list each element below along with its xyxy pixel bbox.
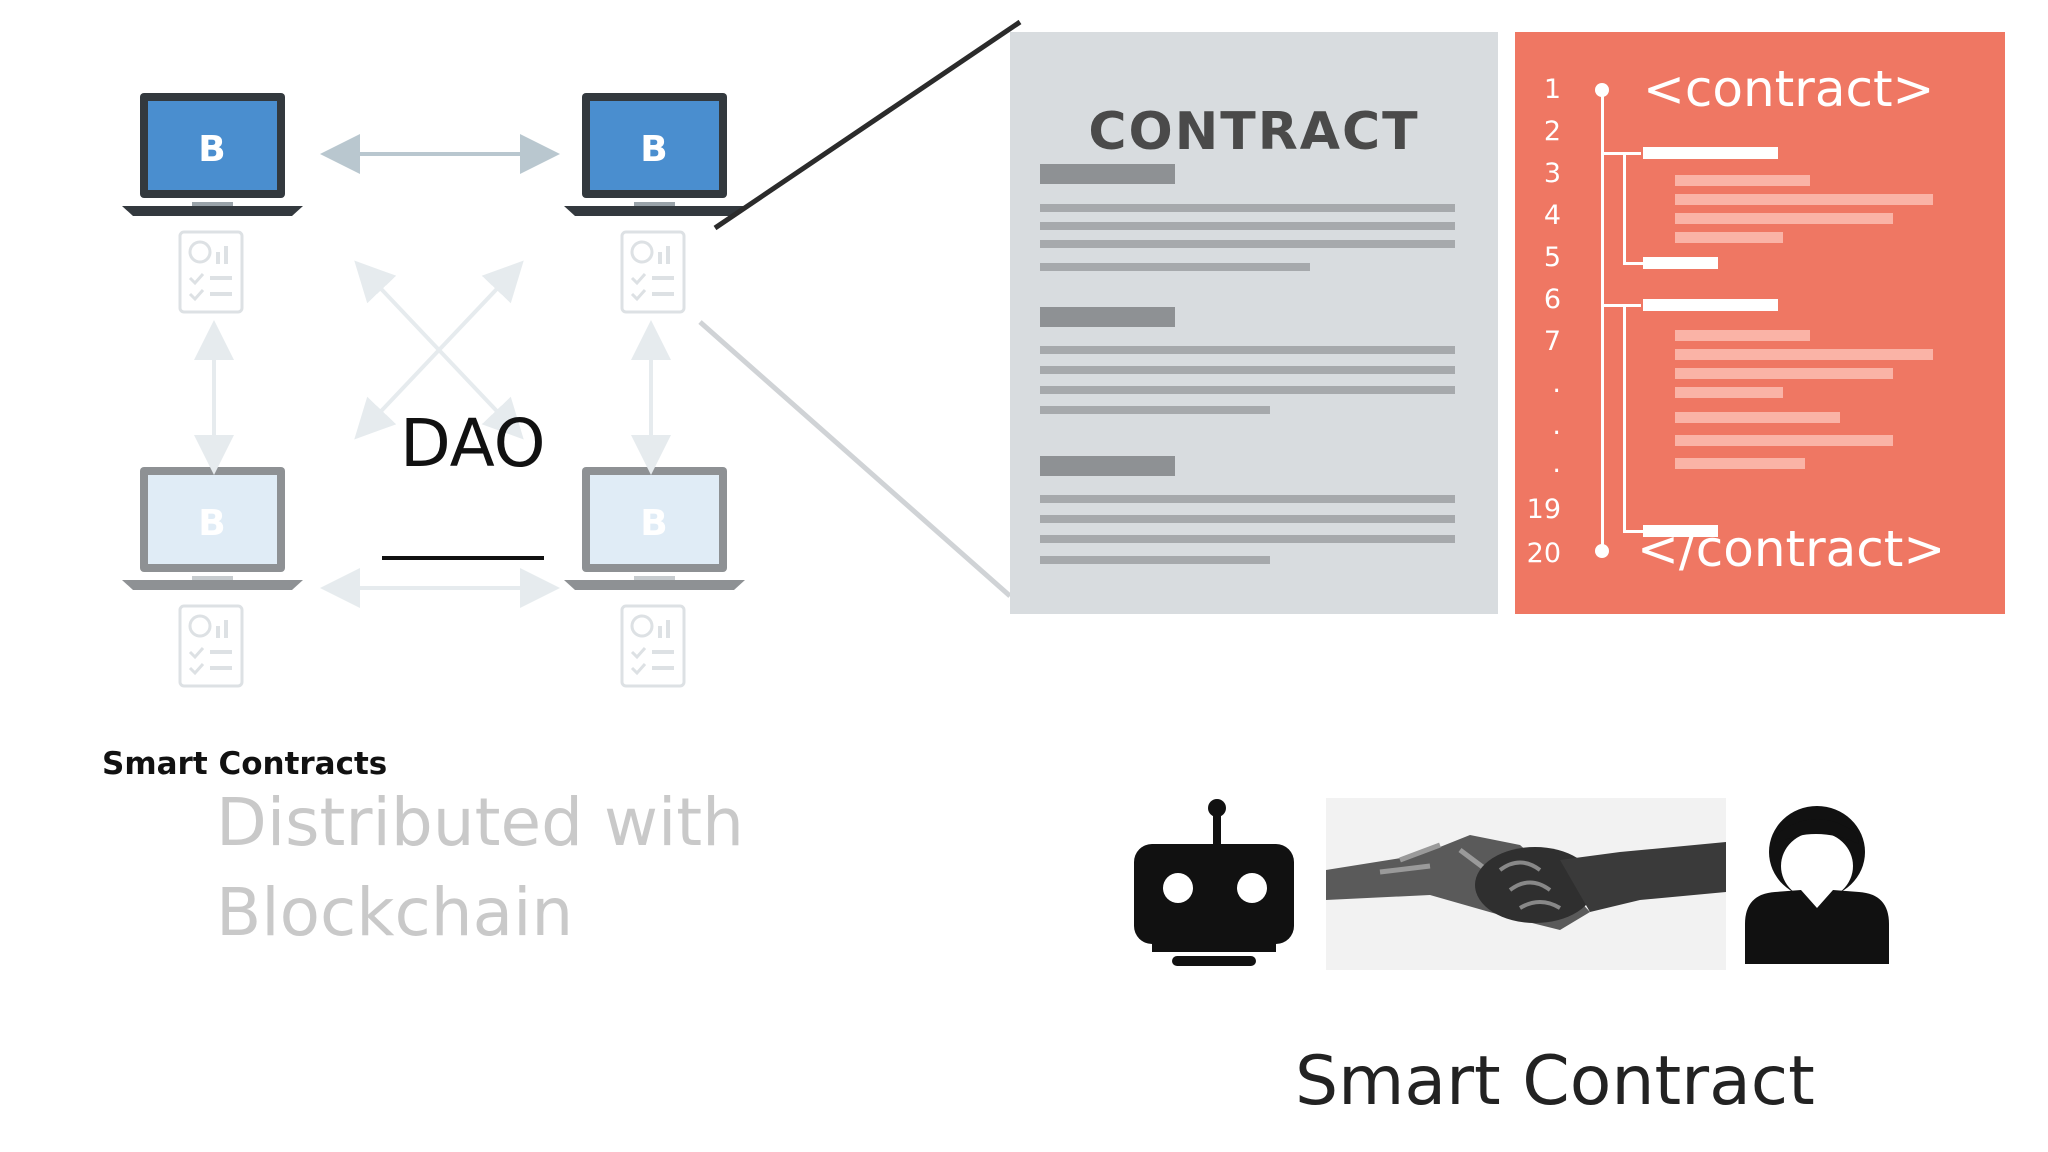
paragraph-line — [1040, 495, 1455, 503]
tree-branch — [1601, 304, 1641, 307]
code-bar — [1675, 412, 1840, 423]
tree-trunk — [1601, 90, 1604, 552]
robot-human-handshake-image — [1326, 798, 1726, 970]
line-number: . — [1552, 368, 1561, 399]
paragraph-line — [1040, 222, 1455, 230]
ledger-document-top-left-icon — [178, 230, 244, 314]
tree-branch — [1601, 152, 1641, 155]
paragraph-line — [1040, 204, 1455, 212]
paragraph-line — [1040, 346, 1455, 354]
laptop-node-bottom-right-icon — [564, 467, 745, 590]
line-number: 6 — [1543, 284, 1561, 315]
dao-label: DAO — [400, 405, 546, 482]
line-number: 5 — [1543, 242, 1561, 273]
contract-document: CONTRACT — [1010, 32, 1498, 614]
tree-branch — [1623, 530, 1643, 533]
tree-node-dot — [1595, 83, 1609, 97]
tree-node-dot — [1595, 544, 1609, 558]
code-bar — [1643, 257, 1718, 269]
contract-title: CONTRACT — [1088, 102, 1420, 162]
paragraph-line — [1040, 556, 1270, 564]
code-bar — [1675, 458, 1805, 469]
person-icon — [1745, 806, 1889, 964]
laptop-node-top-left-icon — [122, 93, 303, 216]
line-number: 19 — [1526, 494, 1561, 525]
laptop-node-bottom-left-icon — [122, 467, 303, 590]
code-bar — [1675, 387, 1783, 398]
code-bar — [1675, 194, 1933, 205]
arrow-diagonal-b — [354, 260, 524, 440]
paragraph-line — [1040, 515, 1455, 523]
paragraph-line — [1040, 366, 1455, 374]
code-bar — [1643, 525, 1718, 537]
code-bar — [1675, 330, 1810, 341]
code-bar — [1643, 299, 1778, 311]
line-number: 1 — [1543, 74, 1561, 105]
paragraph-line — [1040, 386, 1455, 394]
ledger-document-bottom-right-icon — [620, 604, 686, 688]
tree-branch — [1623, 304, 1626, 532]
paragraph-line — [1040, 240, 1455, 248]
zoom-line-bottom — [698, 320, 1012, 598]
distributed-subtitle: Distributed with Blockchain — [216, 784, 744, 951]
line-number: 4 — [1543, 200, 1561, 231]
code-bar — [1675, 175, 1810, 186]
robot-icon — [1134, 799, 1294, 966]
code-bar — [1675, 349, 1933, 360]
dao-underline — [382, 556, 544, 560]
line-number: 7 — [1543, 326, 1561, 357]
line-number: 20 — [1526, 538, 1561, 569]
tree-branch — [1623, 152, 1626, 264]
tree-branch — [1623, 262, 1643, 265]
paragraph-heading — [1040, 164, 1175, 184]
code-bar — [1675, 368, 1893, 379]
contract-code-panel: 1 2 3 4 5 6 7 . . . 19 20 <contract> </c… — [1515, 32, 2005, 614]
line-number: 3 — [1543, 158, 1561, 189]
smart-contracts-heading: Smart Contracts — [102, 746, 388, 782]
open-contract-tag: <contract> — [1643, 60, 1935, 118]
paragraph-heading — [1040, 456, 1175, 476]
line-number: 2 — [1543, 116, 1561, 147]
paragraph-line — [1040, 263, 1310, 271]
line-number: . — [1552, 410, 1561, 441]
paragraph-line — [1040, 535, 1455, 543]
code-bar — [1675, 213, 1893, 224]
zoom-line-top — [713, 19, 1022, 231]
ledger-document-top-right-icon — [620, 230, 686, 314]
paragraph-heading — [1040, 307, 1175, 327]
laptop-node-top-right-icon — [564, 93, 745, 216]
ledger-document-bottom-left-icon — [178, 604, 244, 688]
smart-contract-title: Smart Contract — [1295, 1042, 1815, 1121]
code-bar — [1675, 435, 1893, 446]
code-bar — [1675, 232, 1783, 243]
paragraph-line — [1040, 406, 1270, 414]
line-number: . — [1552, 448, 1561, 479]
code-bar — [1643, 147, 1778, 159]
